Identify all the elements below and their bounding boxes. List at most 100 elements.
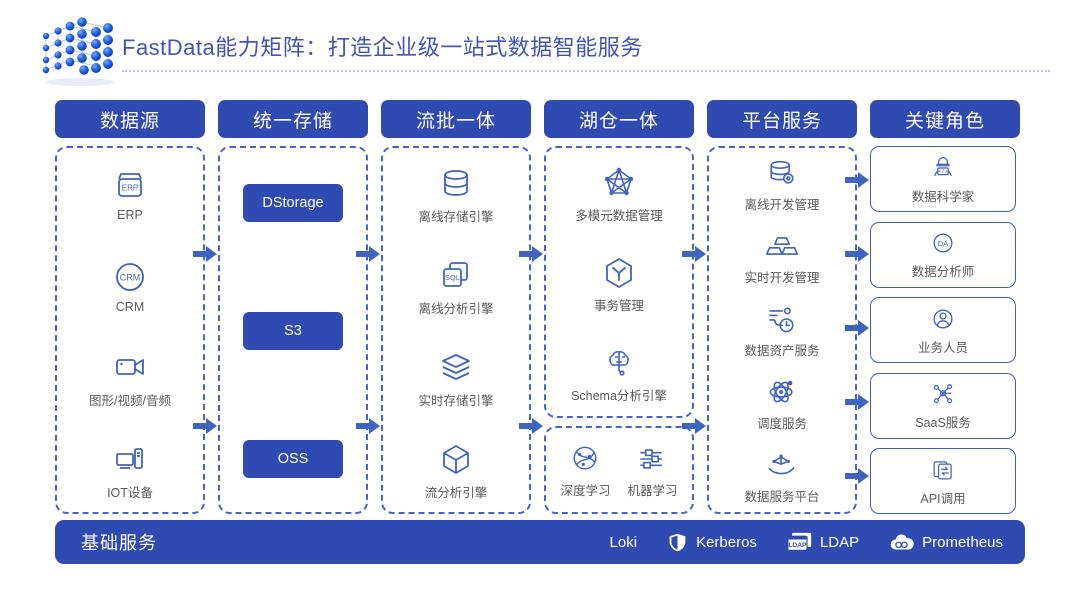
svg-text:LDAP: LDAP [788,542,807,549]
item-offline-storage-engine[interactable]: 离线存储引擎 [383,148,529,240]
column-header-unified-storage[interactable]: 统一存储 [218,100,368,138]
page-title: FastData能力矩阵：打造企业级一站式数据智能服务 [122,35,643,60]
erp-box-icon: ERP [118,173,142,197]
footer-item-ldap[interactable]: LDAP LDAP [787,532,859,552]
item-offline-dev-mgmt[interactable]: 离线开发管理 [709,148,855,221]
saas-network-icon [933,384,953,404]
footer-item-loki[interactable]: Loki [610,534,638,551]
svg-text:DA: DA [938,239,948,248]
footer-title: 基础服务 [81,533,157,553]
flow-arrow [519,418,543,434]
data-scientist-icon: </> [934,156,952,176]
da-circle-icon: DA [933,233,953,253]
flow-arrow [845,246,869,262]
item-label: SaaS服务 [915,416,971,430]
item-realtime-storage-engine[interactable]: 实时存储引擎 [383,332,529,424]
storage-pill-s3[interactable]: S3 [243,312,343,350]
item-label: 调度服务 [756,417,807,431]
svg-text:CRM: CRM [120,273,141,283]
footer-item-label: Prometheus [922,533,1003,551]
sliders-icon [640,448,663,469]
crm-circle-icon: CRM [116,263,144,291]
item-label: 数据资产服务 [744,344,820,358]
layers-icon [442,353,470,380]
role-data-scientist[interactable]: </> 数据科学家 [870,146,1016,212]
item-erp[interactable]: ERP ERP [57,148,203,240]
item-label: 数据科学家 [911,189,975,204]
column-body-platform-service: 离线开发管理 实时开发管理 数据资产服务 [707,146,857,514]
svg-text:SQL: SQL [445,273,460,282]
storage-pill-oss[interactable]: OSS [243,440,343,478]
item-label: 离线开发管理 [744,198,820,212]
flow-arrow [845,320,869,336]
item-data-service-platform[interactable]: 数据服务平台 [709,440,855,513]
column-body-unified-storage: DStorage S3 OSS [218,146,368,514]
pipeline-clock-icon [769,307,794,333]
item-label: ERP [117,208,143,222]
footer-item-label: LDAP [819,533,860,551]
footer-item-list: Loki Kerberos LDAP LDAP Pro [610,532,1003,553]
item-machine-learning[interactable]: 机器学习 [627,442,678,499]
column-platform-service: 平台服务 离线开发管理 实时开发管理 [707,100,857,514]
item-media[interactable]: 图形/视频/音频 [57,332,203,424]
column-header-data-source[interactable]: 数据源 [55,100,205,138]
shield-icon [669,533,686,551]
item-label: 流分析引擎 [424,485,488,500]
user-circle-icon [933,308,953,329]
flow-arrow [193,418,217,434]
svg-text:</>: </> [938,169,947,175]
column-body-lakehouse-bottom: 深度学习 机器学习 [544,426,694,514]
item-label: API调用 [920,491,966,506]
column-body-lakehouse-top: 多模元数据管理 事务管理 Schema分析引擎 [544,146,694,418]
item-deep-learning[interactable]: 深度学习 [560,442,611,499]
column-header-key-roles[interactable]: 关键角色 [870,100,1020,138]
role-data-analyst[interactable]: DA 数据分析师 [870,221,1016,288]
atom-icon [769,380,793,403]
item-label: Schema分析引擎 [571,388,667,403]
item-label: 事务管理 [593,298,644,313]
column-body-key-roles: </> 数据科学家 DA 数据分析师 业务人员 [870,146,1020,514]
column-body-stream-batch: 离线存储引擎 SQL 离线分析引擎 实时存储引擎 [381,146,531,514]
item-label: 数据分析师 [911,265,975,279]
item-schema-engine[interactable]: Schema分析引擎 [546,328,692,418]
column-data-source: 数据源 ERP ERP CRM CRM [55,100,205,514]
footer-item-kerberos[interactable]: Kerberos [667,532,757,553]
sql-pages-icon: SQL [443,261,468,287]
database-stack-icon [444,169,468,196]
pentagon-network-icon [604,167,634,195]
column-lakehouse: 湖仓一体 多模元数据管理 事务管理 [544,100,694,514]
item-label: 业务人员 [917,340,968,355]
hexagon-y-icon [606,257,632,288]
role-business-user[interactable]: 业务人员 [870,297,1016,363]
footer-item-prometheus[interactable]: Prometheus [889,532,1003,552]
role-api-call[interactable]: API调用 [870,448,1016,514]
footer-item-label: Kerberos [696,533,757,551]
storage-pill-dstorage[interactable]: DStorage [243,184,343,222]
blue-sphere-cube-logo [42,17,114,86]
cube-outline-icon [443,444,469,474]
flow-arrow [356,418,380,434]
video-camera-icon [116,358,144,375]
item-iot[interactable]: IOT设备 [57,424,203,516]
item-data-asset-service[interactable]: 数据资产服务 [709,294,855,367]
item-label: IOT设备 [107,485,153,500]
item-realtime-dev-mgmt[interactable]: 实时开发管理 [709,221,855,294]
item-label: 深度学习 [560,483,611,498]
item-stream-analysis-engine[interactable]: 流分析引擎 [383,424,529,516]
item-label: 实时存储引擎 [418,393,494,408]
column-header-stream-batch[interactable]: 流批一体 [381,100,531,138]
item-label: 实时开发管理 [744,271,820,285]
item-multimodel-metadata[interactable]: 多模元数据管理 [546,148,692,238]
column-header-platform-service[interactable]: 平台服务 [707,100,857,138]
column-unified-storage: 统一存储 DStorage S3 OSS [218,100,368,514]
role-saas-service[interactable]: SaaS服务 [870,372,1016,439]
prometheus-cloud-icon [890,534,914,550]
item-transaction-mgmt[interactable]: 事务管理 [546,238,692,328]
item-scheduling-service[interactable]: 调度服务 [709,367,855,440]
column-header-lakehouse[interactable]: 湖仓一体 [544,100,694,138]
item-offline-analysis-engine[interactable]: SQL 离线分析引擎 [383,240,529,332]
svg-text:ERP: ERP [122,184,138,193]
blocks-icon [765,237,799,255]
footer-item-label: Loki [609,533,638,551]
item-crm[interactable]: CRM CRM [57,240,203,332]
